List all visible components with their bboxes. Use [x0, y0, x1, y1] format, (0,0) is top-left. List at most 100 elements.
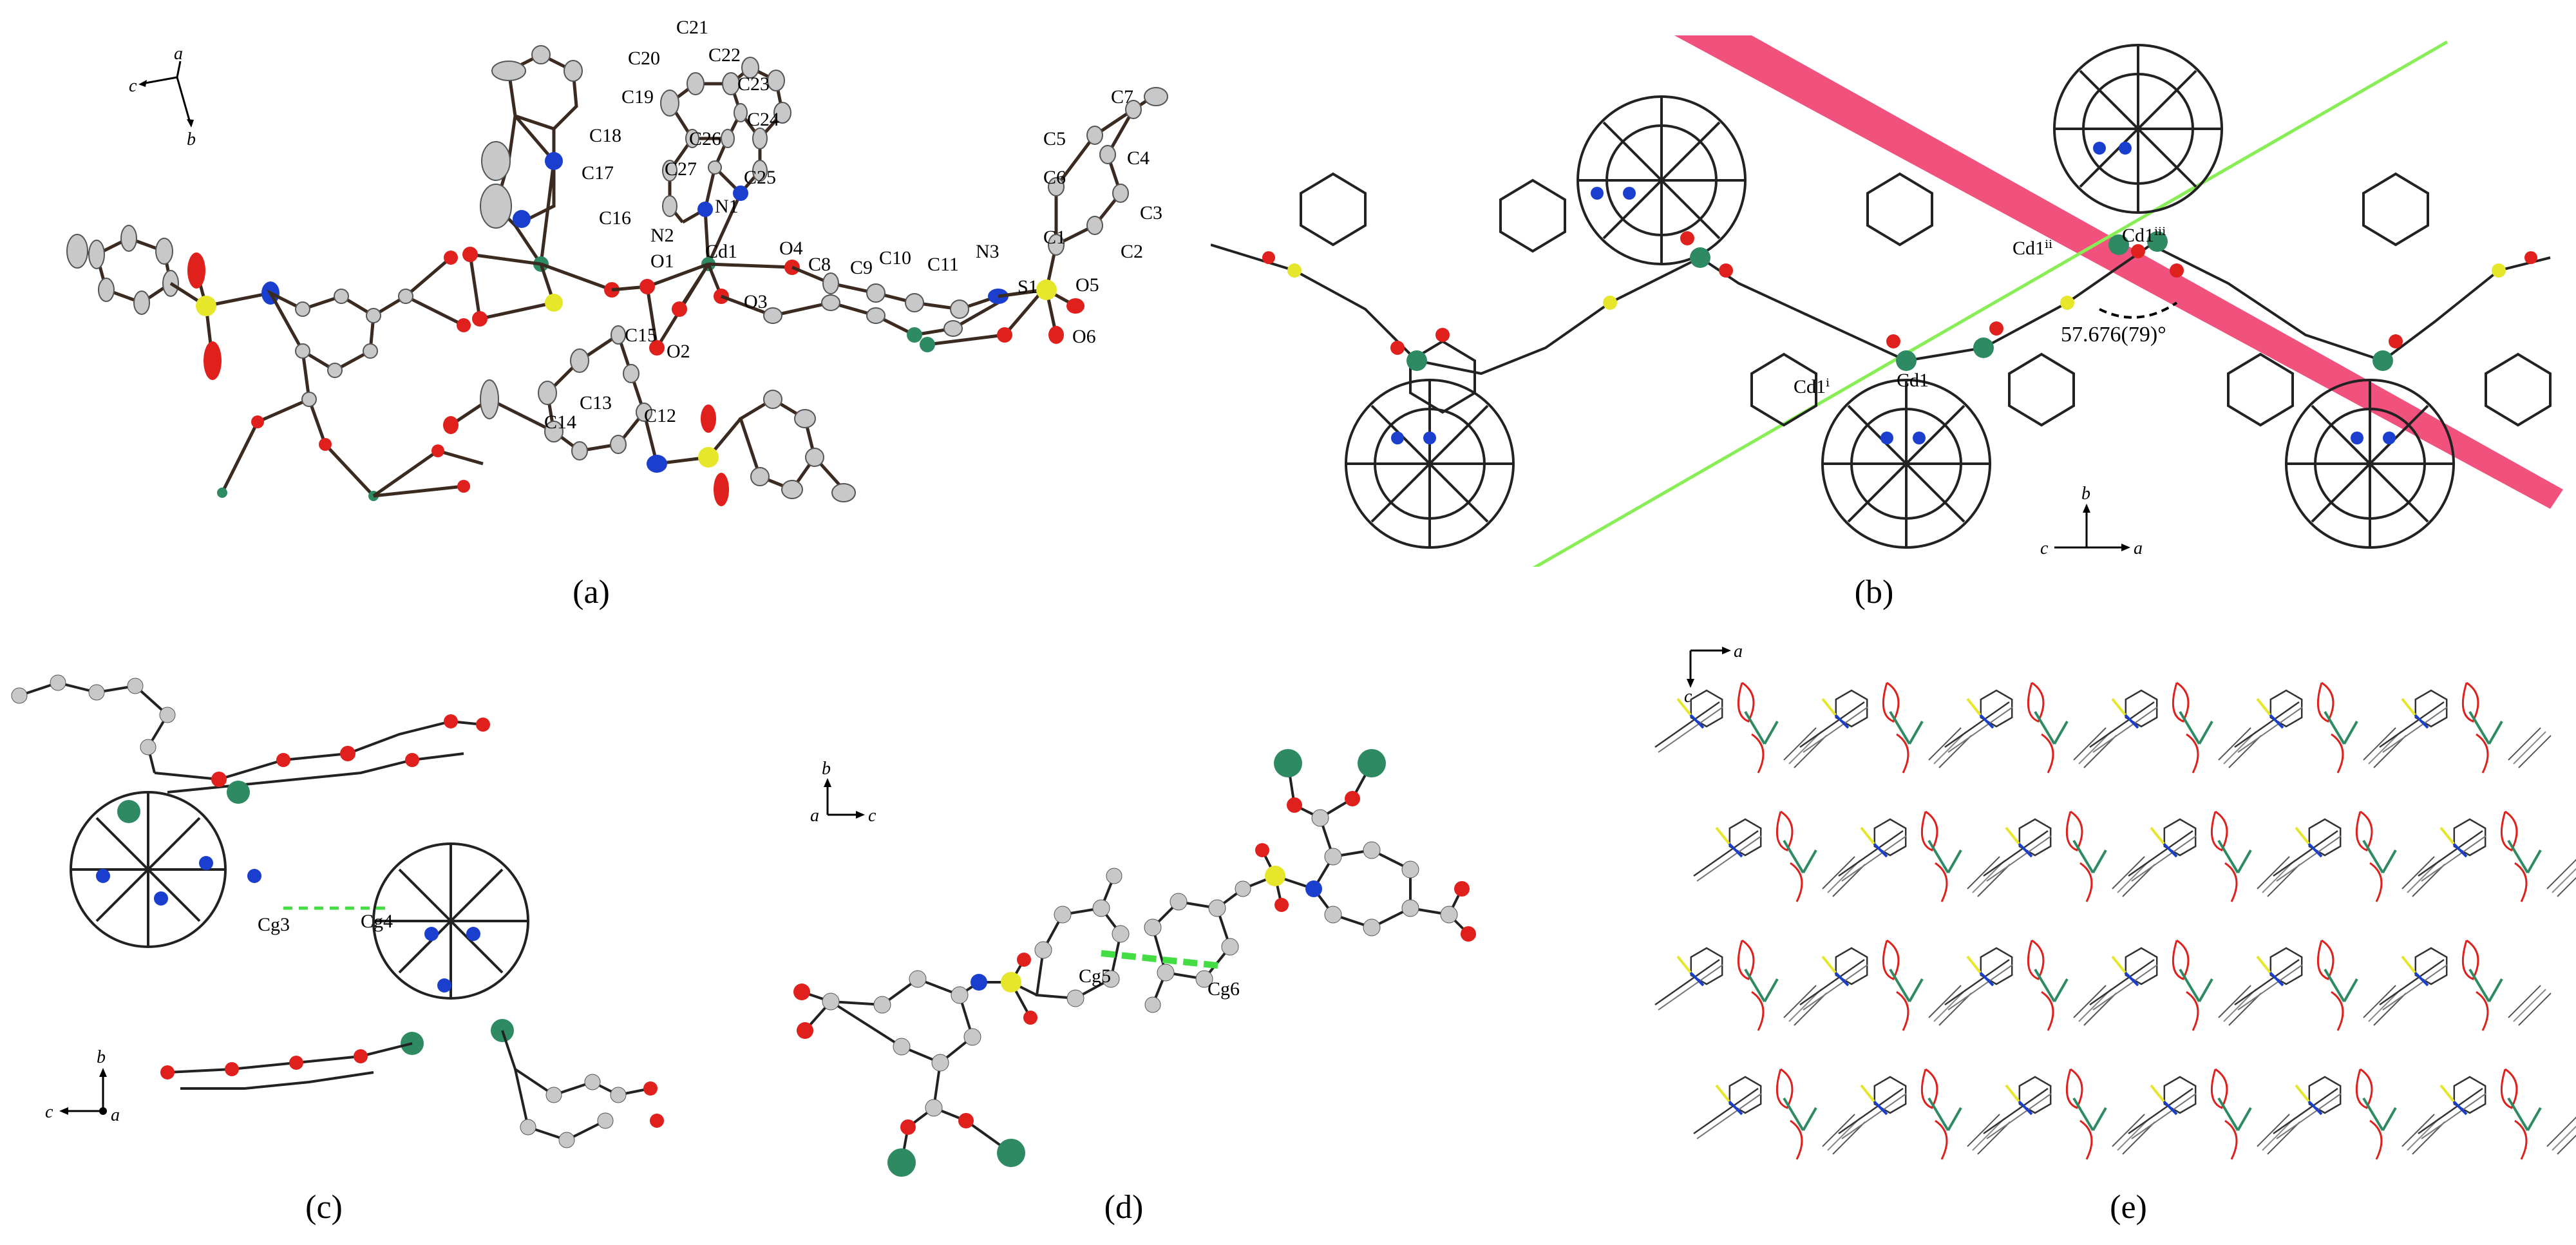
label-C3: C3	[1140, 202, 1162, 223]
lattice-chain	[1947, 707, 2013, 753]
lattice-chain	[1799, 958, 1865, 1006]
lattice-s-bond	[2439, 826, 2455, 845]
lattice-chain	[1983, 830, 2049, 877]
lattice-n-bond	[2307, 842, 2323, 858]
caption-b: (b)	[1854, 574, 1894, 611]
panel-d-axis-indicator: b a c	[810, 759, 876, 826]
panel-d: b a c	[753, 644, 1642, 1198]
lattice-cd-bond	[1802, 1107, 1817, 1131]
lattice-phen	[2267, 864, 2300, 897]
lattice-carboxylate	[1776, 810, 1794, 851]
panel-e: a c	[1649, 638, 2576, 1204]
lattice-n-bond	[2307, 1100, 2323, 1116]
lattice-ring	[1835, 689, 1868, 728]
lattice-carboxylate	[2079, 1119, 2093, 1160]
lattice-phen	[1972, 860, 2005, 893]
lattice-n-bond	[1979, 971, 1994, 987]
lattice-cd-bond	[2237, 1107, 2252, 1131]
lattice-carboxylate	[2500, 810, 2518, 851]
left-sulfonyl-group	[169, 252, 279, 380]
lattice-n-bond	[2452, 1100, 2468, 1116]
lattice-carboxylate	[2172, 939, 2190, 980]
axis-c-label: c	[129, 76, 137, 96]
lattice-cd-bond	[1744, 968, 1766, 1003]
lattice-cd-bond	[2217, 839, 2239, 874]
lattice-cd-bond	[2382, 850, 2397, 873]
lattice-phen	[1822, 1114, 1855, 1147]
lattice-n-bond	[1873, 842, 1888, 858]
lattice-phen	[2073, 727, 2107, 761]
lattice-phen	[1783, 727, 1817, 761]
lattice-chain	[2276, 835, 2342, 882]
phen-cluster-bottom-1	[1345, 379, 1515, 549]
lattice-phen	[1822, 856, 1855, 889]
axis-b-label: b	[97, 1047, 106, 1067]
label-C25: C25	[744, 167, 776, 188]
lattice-cd-bond	[2526, 1107, 2542, 1131]
lattice-ring	[2453, 1076, 2486, 1114]
label-C6: C6	[1043, 167, 1066, 188]
right-sulfonyl-tolyl	[998, 87, 1168, 344]
lattice-cd-bond	[1908, 978, 1924, 1002]
lattice-cd-bond	[1802, 850, 1817, 873]
lattice-s-bond	[1821, 955, 1837, 974]
lattice-chain	[1947, 964, 2013, 1011]
label-C23: C23	[737, 73, 770, 95]
lattice-cd-bond	[2362, 839, 2384, 874]
lattice-chain	[2418, 830, 2483, 877]
lattice-phen	[2262, 1117, 2295, 1151]
lattice-phen	[2412, 864, 2445, 897]
lattice-cd-bond	[2092, 850, 2107, 873]
lattice-chain	[1696, 835, 1762, 882]
label-C2: C2	[1121, 241, 1143, 262]
lattice-phen	[2363, 727, 2396, 761]
lattice-cd-bond	[2237, 850, 2252, 873]
lattice-s-bond	[1860, 1084, 1875, 1103]
lattice-carboxylate	[1790, 862, 1803, 902]
lattice-cd-bond	[2179, 710, 2201, 745]
lattice-n-bond	[1979, 714, 1994, 729]
lattice-s-bond	[1966, 955, 1982, 974]
lattice-phen	[2508, 727, 2541, 761]
lattice-n-bond	[1873, 1100, 1888, 1116]
lattice-carboxylate	[1790, 1119, 1803, 1160]
lattice-phen	[1938, 993, 1972, 1026]
lattice-phen	[1827, 860, 1861, 893]
panel-e-lattice	[1654, 681, 2576, 1160]
lattice-carboxylate	[1920, 1068, 1938, 1109]
lattice-ring	[1873, 1076, 1907, 1114]
lattice-cd-bond	[2072, 1097, 2094, 1132]
label-O5: O5	[1075, 274, 1099, 296]
lattice-cd-bond	[2507, 839, 2529, 874]
lattice-carboxylate	[2331, 733, 2344, 774]
lattice-n-bond	[2163, 1100, 2178, 1116]
lattice-cd-bond	[2468, 710, 2490, 745]
label-C10: C10	[879, 247, 911, 269]
lattice-ring	[1835, 947, 1868, 985]
lattice-phen	[1928, 727, 1962, 761]
lattice-carboxylate	[2065, 810, 2083, 851]
lattice-s-bond	[2150, 826, 2165, 845]
lattice-carboxylate	[1935, 862, 1948, 902]
lattice-phen	[2363, 985, 2396, 1018]
lattice-phen	[1938, 735, 1972, 768]
lattice-cd-bond	[2092, 1107, 2107, 1131]
label-C4: C4	[1127, 147, 1150, 169]
panel-c-upper-ligand	[11, 674, 490, 794]
angle-arc	[2099, 301, 2178, 319]
lattice-chain	[2379, 958, 2445, 1006]
lattice-phen	[1788, 731, 1822, 765]
lattice-cd-bond	[2034, 968, 2056, 1003]
lattice-chain	[2421, 1093, 2486, 1139]
lattice-phen	[1928, 985, 1962, 1018]
lattice-phen	[2546, 859, 2576, 889]
lattice-chain	[2089, 701, 2155, 748]
lattice-chain	[1841, 835, 1907, 882]
lattice-cd-bond	[2179, 968, 2201, 1003]
lattice-s-bond	[2005, 826, 2020, 845]
lattice-ring	[2269, 689, 2303, 728]
panel-b-aryl-rings	[1300, 172, 2552, 427]
lattice-cd-bond	[2343, 978, 2358, 1002]
lattice-carboxylate	[2186, 991, 2199, 1031]
lattice-ring	[1690, 689, 1723, 728]
